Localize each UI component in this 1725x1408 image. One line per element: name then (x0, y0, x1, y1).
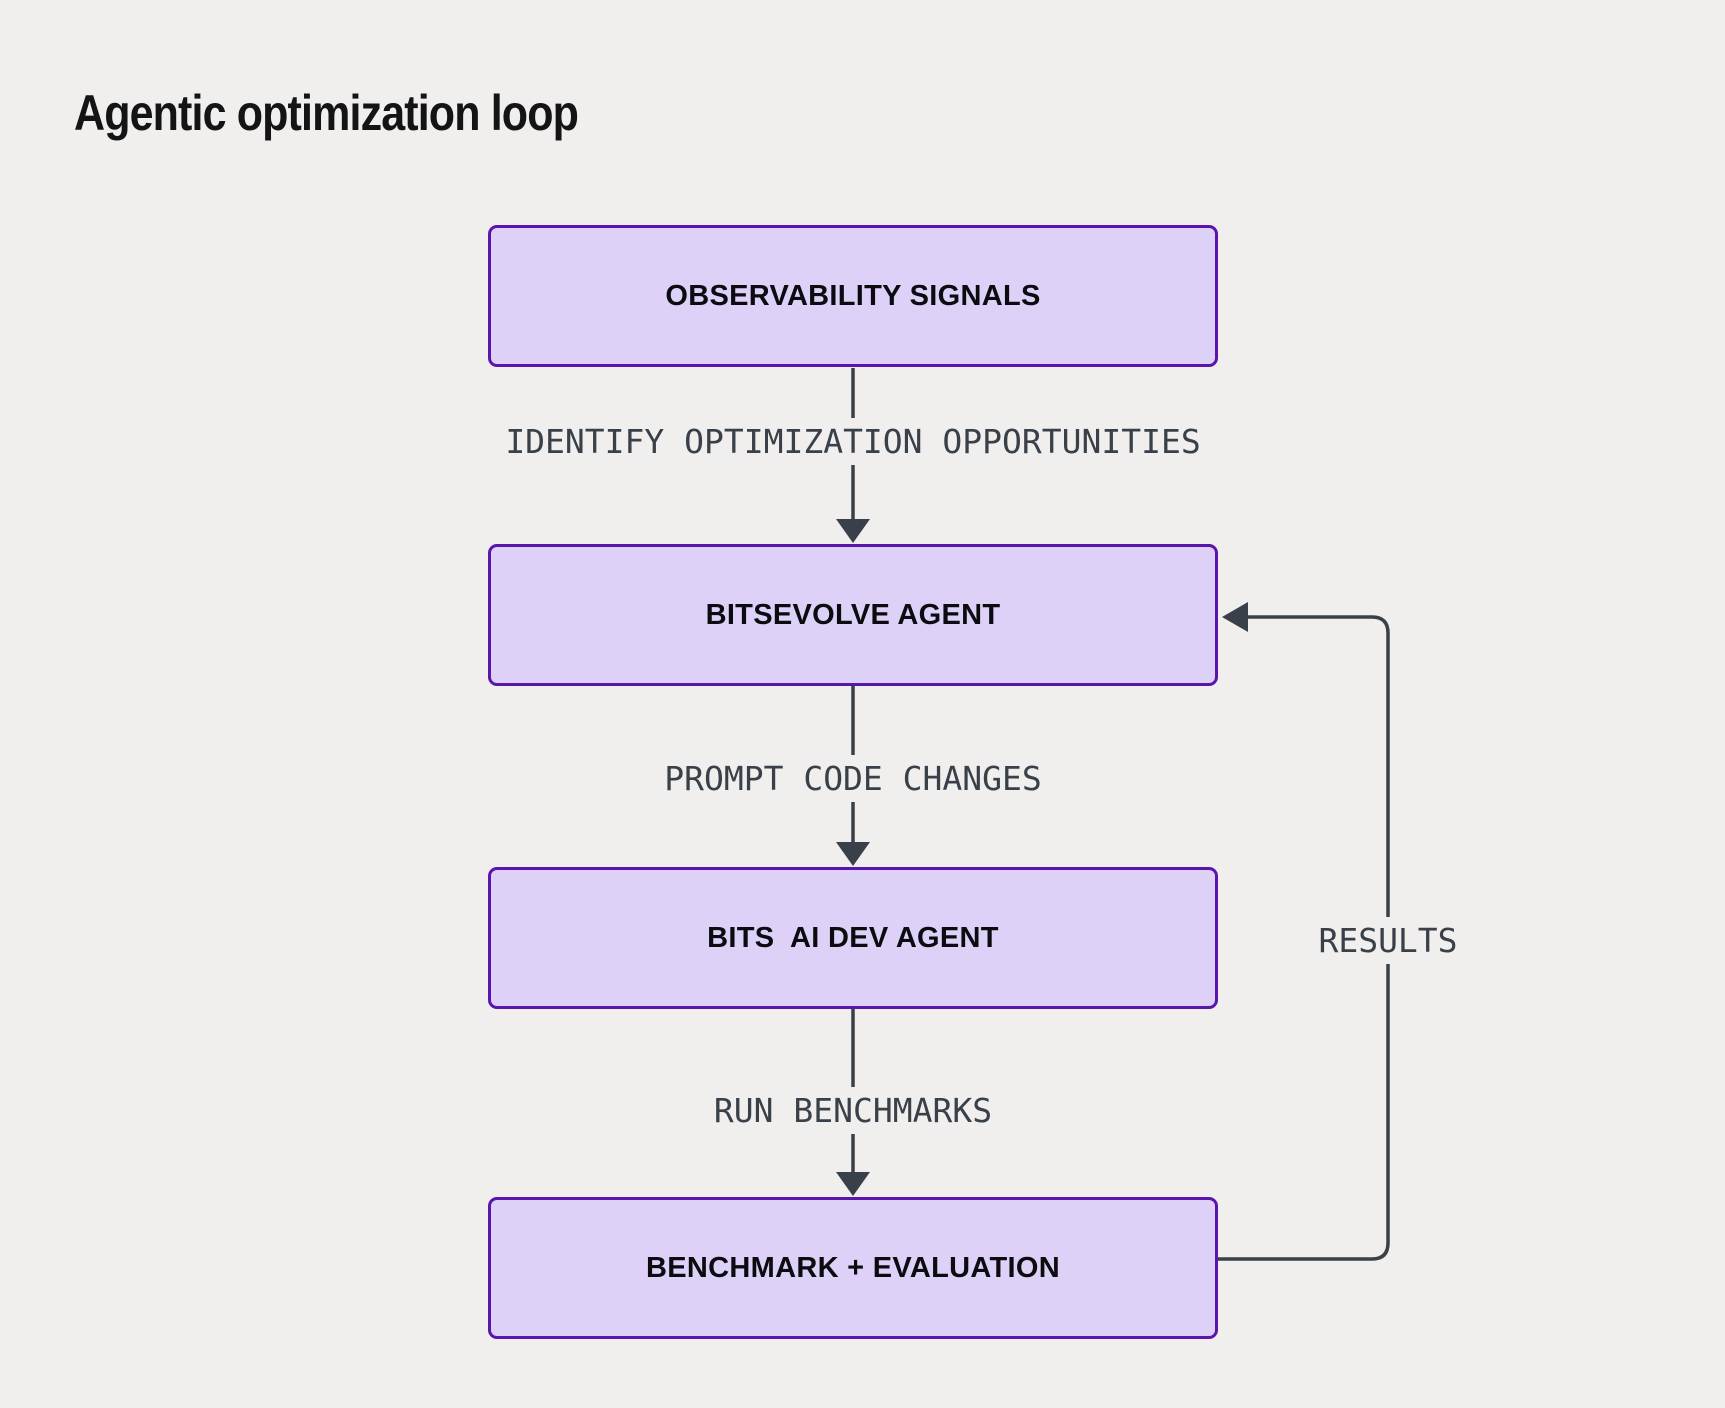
arrowhead-down-icon (836, 842, 870, 866)
arrowhead-down-icon (836, 519, 870, 543)
edge-label-prompt-code-changes: PROMPT CODE CHANGES (652, 755, 1054, 802)
node-label: BENCHMARK + EVALUATION (646, 1251, 1060, 1284)
node-observability-signals: OBSERVABILITY SIGNALS (488, 225, 1218, 367)
node-label: BITS AI DEV AGENT (707, 921, 999, 954)
node-label: BITSEVOLVE AGENT (705, 598, 1001, 631)
diagram-title: Agentic optimization loop (74, 85, 579, 141)
node-benchmark-evaluation: BENCHMARK + EVALUATION (488, 1197, 1218, 1339)
arrowhead-down-icon (836, 1172, 870, 1196)
edge-label-results: RESULTS (1306, 917, 1470, 964)
arrowhead-left-icon (1222, 602, 1248, 632)
edge-label-identify-optimization-opportunities: IDENTIFY OPTIMIZATION OPPORTUNITIES (493, 418, 1213, 465)
edge-label-run-benchmarks: RUN BENCHMARKS (701, 1087, 1005, 1134)
node-bits-ai-dev-agent: BITS AI DEV AGENT (488, 867, 1218, 1009)
node-label: OBSERVABILITY SIGNALS (665, 279, 1041, 312)
node-bitsevolve-agent: BITSEVOLVE AGENT (488, 544, 1218, 686)
